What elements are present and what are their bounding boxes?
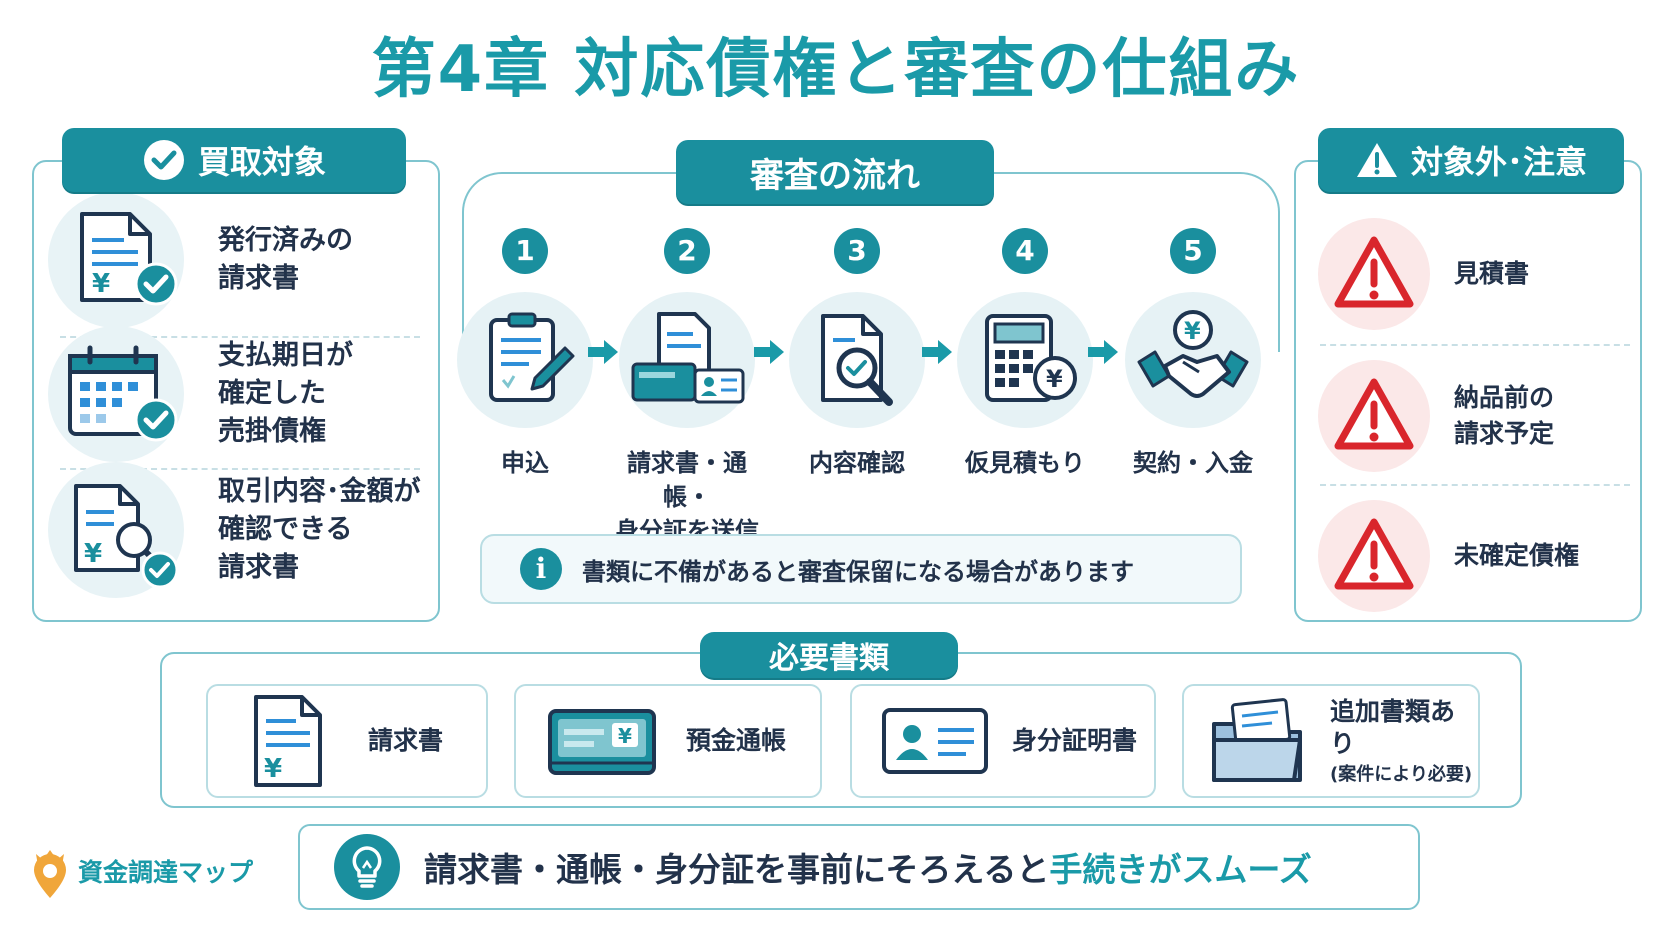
flow-step-4: 4 ¥ 仮見積もり xyxy=(950,228,1100,480)
bankbook-icon: ¥ xyxy=(548,709,656,775)
target-item: ¥ 取引内容･金額が 確認できる 請求書 xyxy=(48,462,428,598)
warning-icon xyxy=(1318,360,1430,472)
doc-card-bankbook: ¥ 預金通帳 xyxy=(514,684,822,798)
crown-pin-icon xyxy=(34,850,66,898)
divider xyxy=(60,468,420,470)
flow-step-3: 3 内容確認 xyxy=(782,228,932,480)
target-label: 取引内容･金額が 確認できる 請求書 xyxy=(218,476,421,583)
divider xyxy=(1320,344,1630,346)
svg-text:¥: ¥ xyxy=(1046,365,1063,393)
purchase-targets-heading: 買取対象 xyxy=(62,128,406,192)
tip-banner: 請求書・通帳・身分証を事前にそろえると 手続きがスムーズ xyxy=(298,824,1420,910)
step-number: 1 xyxy=(502,228,548,274)
warning-triangle-icon xyxy=(1356,143,1397,177)
brand-logo: 資金調達マップ xyxy=(30,842,253,900)
clipboard-pen-icon xyxy=(457,292,593,428)
flow-step-1: 1 申込 xyxy=(450,228,600,480)
excluded-label: 納品前の 請求予定 xyxy=(1454,383,1555,448)
doc-label: 身分証明書 xyxy=(1012,726,1138,755)
invoice-magnifier-check-icon: ¥ xyxy=(48,462,184,598)
step-label: 申込 xyxy=(501,449,549,477)
page-title: 第4章 対応債権と審査の仕組み xyxy=(371,33,1301,107)
review-flow-title: 審査の流れ xyxy=(750,155,920,196)
warning-icon xyxy=(1318,500,1430,612)
calendar-check-icon xyxy=(48,326,184,462)
doc-sublabel: (案件により必要) xyxy=(1330,764,1473,785)
svg-text:¥: ¥ xyxy=(1184,317,1201,345)
target-item: ¥ 発行済みの 請求書 xyxy=(48,192,428,328)
step-label: 内容確認 xyxy=(809,449,905,477)
doc-label-group: 追加書類あり (案件により必要) xyxy=(1330,696,1478,786)
invoice-check-icon: ¥ xyxy=(48,192,184,328)
excluded-heading: 対象外･注意 xyxy=(1318,128,1624,192)
excluded-panel: 見積書 納品前の 請求予定 未確定債権 xyxy=(1294,160,1642,622)
doc-card-id: 身分証明書 xyxy=(850,684,1156,798)
step-label: 仮見積もり xyxy=(965,449,1085,477)
info-icon: i xyxy=(520,548,562,590)
tip-accent: 手続きがスムーズ xyxy=(1049,850,1312,889)
check-circle-icon xyxy=(143,140,184,180)
excluded-item: 見積書 xyxy=(1318,218,1638,330)
excluded-title: 対象外･注意 xyxy=(1410,143,1587,181)
target-item: 支払期日が 確定した 売掛債権 xyxy=(48,326,428,462)
svg-text:¥: ¥ xyxy=(84,539,102,569)
folder-icon xyxy=(1212,698,1302,782)
svg-text:¥: ¥ xyxy=(264,754,282,784)
required-documents-title: 必要書類 xyxy=(769,641,889,676)
documents-id-icon xyxy=(619,292,755,428)
arrow-right-icon xyxy=(754,340,784,364)
step-label: 請求書・通帳・ 身分証を送信 xyxy=(615,449,759,545)
step-label: 契約・入金 xyxy=(1133,449,1253,477)
target-label: 発行済みの 請求書 xyxy=(218,225,353,294)
tip-text: 請求書・通帳・身分証を事前にそろえると xyxy=(424,850,1050,889)
arrow-right-icon xyxy=(922,340,952,364)
step-number: 2 xyxy=(664,228,710,274)
target-label: 支払期日が 確定した 売掛債権 xyxy=(218,340,353,447)
document-magnifier-icon xyxy=(789,292,925,428)
doc-label: 請求書 xyxy=(368,726,444,755)
doc-card-invoice: ¥ 請求書 xyxy=(206,684,488,798)
svg-text:¥: ¥ xyxy=(618,724,632,748)
divider xyxy=(60,336,420,338)
excluded-item: 未確定債権 xyxy=(1318,500,1638,612)
lightbulb-icon xyxy=(334,834,400,900)
flow-step-5: 5 ¥ 契約・入金 xyxy=(1118,228,1268,480)
svg-text:¥: ¥ xyxy=(92,269,110,299)
step-number: 3 xyxy=(834,228,880,274)
review-notice: i 書類に不備があると審査保留になる場合があります xyxy=(480,534,1242,604)
review-flow-heading: 審査の流れ xyxy=(676,140,994,204)
flow-step-2: 2 請求書・通帳・ 身分証を送信 xyxy=(612,228,762,548)
id-card-icon xyxy=(882,708,988,774)
excluded-label: 見積書 xyxy=(1454,259,1530,288)
excluded-item: 納品前の 請求予定 xyxy=(1318,360,1638,472)
purchase-targets-panel: ¥ 発行済みの 請求書 支払期日が 確定した xyxy=(32,160,440,622)
doc-label: 預金通帳 xyxy=(686,726,787,755)
notice-text: 書類に不備があると審査保留になる場合があります xyxy=(582,557,1134,586)
handshake-yen-icon: ¥ xyxy=(1125,292,1261,428)
invoice-yen-icon: ¥ xyxy=(254,695,322,787)
step-number: 4 xyxy=(1002,228,1048,274)
warning-icon xyxy=(1318,218,1430,330)
required-documents-heading: 必要書類 xyxy=(700,632,958,678)
divider xyxy=(1320,484,1630,486)
doc-card-additional: 追加書類あり (案件により必要) xyxy=(1182,684,1480,798)
calculator-yen-icon: ¥ xyxy=(957,292,1093,428)
purchase-targets-title: 買取対象 xyxy=(197,143,326,181)
logo-text: 資金調達マップ xyxy=(78,858,254,887)
arrow-right-icon xyxy=(588,340,618,364)
arrow-right-icon xyxy=(1088,340,1118,364)
doc-label: 追加書類あり xyxy=(1330,697,1456,758)
excluded-label: 未確定債権 xyxy=(1454,541,1580,570)
step-number: 5 xyxy=(1170,228,1216,274)
